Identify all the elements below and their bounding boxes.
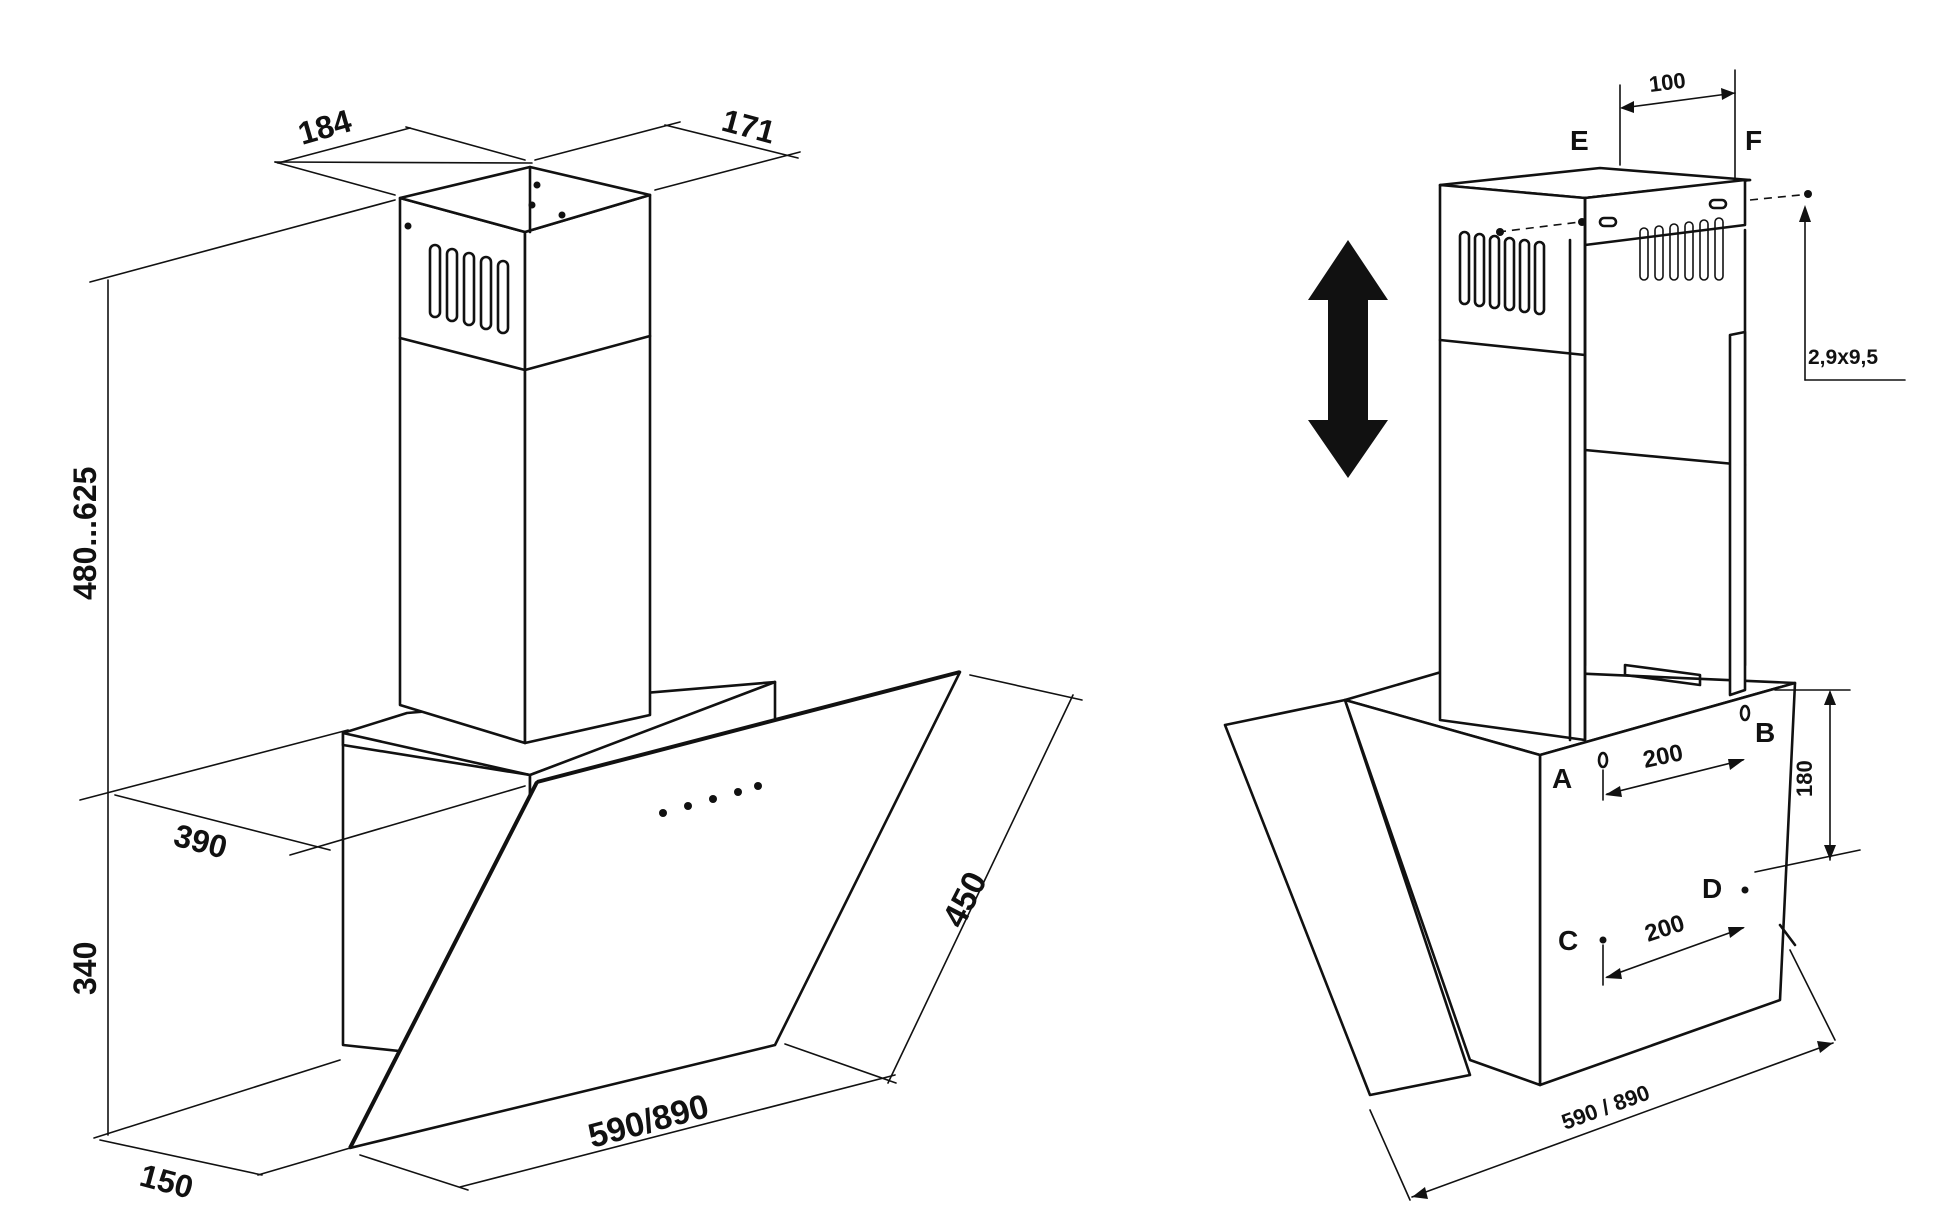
label-a: A <box>1552 763 1572 794</box>
dim-vertical: 180 <box>1792 760 1817 797</box>
dim-bottom-depth: 150 <box>136 1157 197 1206</box>
chimney <box>398 165 652 745</box>
dim-width: 590/890 <box>584 1087 713 1156</box>
dim-chimney-height: 480...625 <box>67 467 103 600</box>
label-b: B <box>1755 717 1775 748</box>
front-vent-slots <box>1458 230 1546 316</box>
hood-assembled-view: 184 171 480...625 390 340 450 590/890 15… <box>67 102 1083 1206</box>
back-vent-slots <box>1639 217 1724 281</box>
dim-body-height: 340 <box>67 942 103 995</box>
glass-side <box>1223 698 1472 1097</box>
dim-hood-depth: 390 <box>170 817 231 866</box>
glass-panel <box>348 670 962 1150</box>
control-buttons <box>659 782 762 817</box>
dim-chimney-depth: 171 <box>718 102 779 151</box>
right-dimension-lines <box>1369 69 1861 1201</box>
dim-screw: 2,9x9,5 <box>1808 346 1878 369</box>
label-f: F <box>1745 125 1762 156</box>
label-c: C <box>1558 925 1578 956</box>
mounting-view: E F A B C D 100 200 200 180 2,9x9,5 590 … <box>1223 68 1906 1201</box>
chimney-frame <box>1438 166 1752 742</box>
label-e: E <box>1570 125 1589 156</box>
dim-ef: 100 <box>1648 68 1687 97</box>
mounting-holes <box>1597 704 1751 944</box>
screw-paths <box>1496 190 1906 381</box>
left-dimension-lines <box>79 121 1083 1191</box>
label-d: D <box>1702 873 1722 904</box>
chimney-vent-slots <box>428 243 510 335</box>
double-vertical-arrow-icon <box>1308 240 1388 478</box>
